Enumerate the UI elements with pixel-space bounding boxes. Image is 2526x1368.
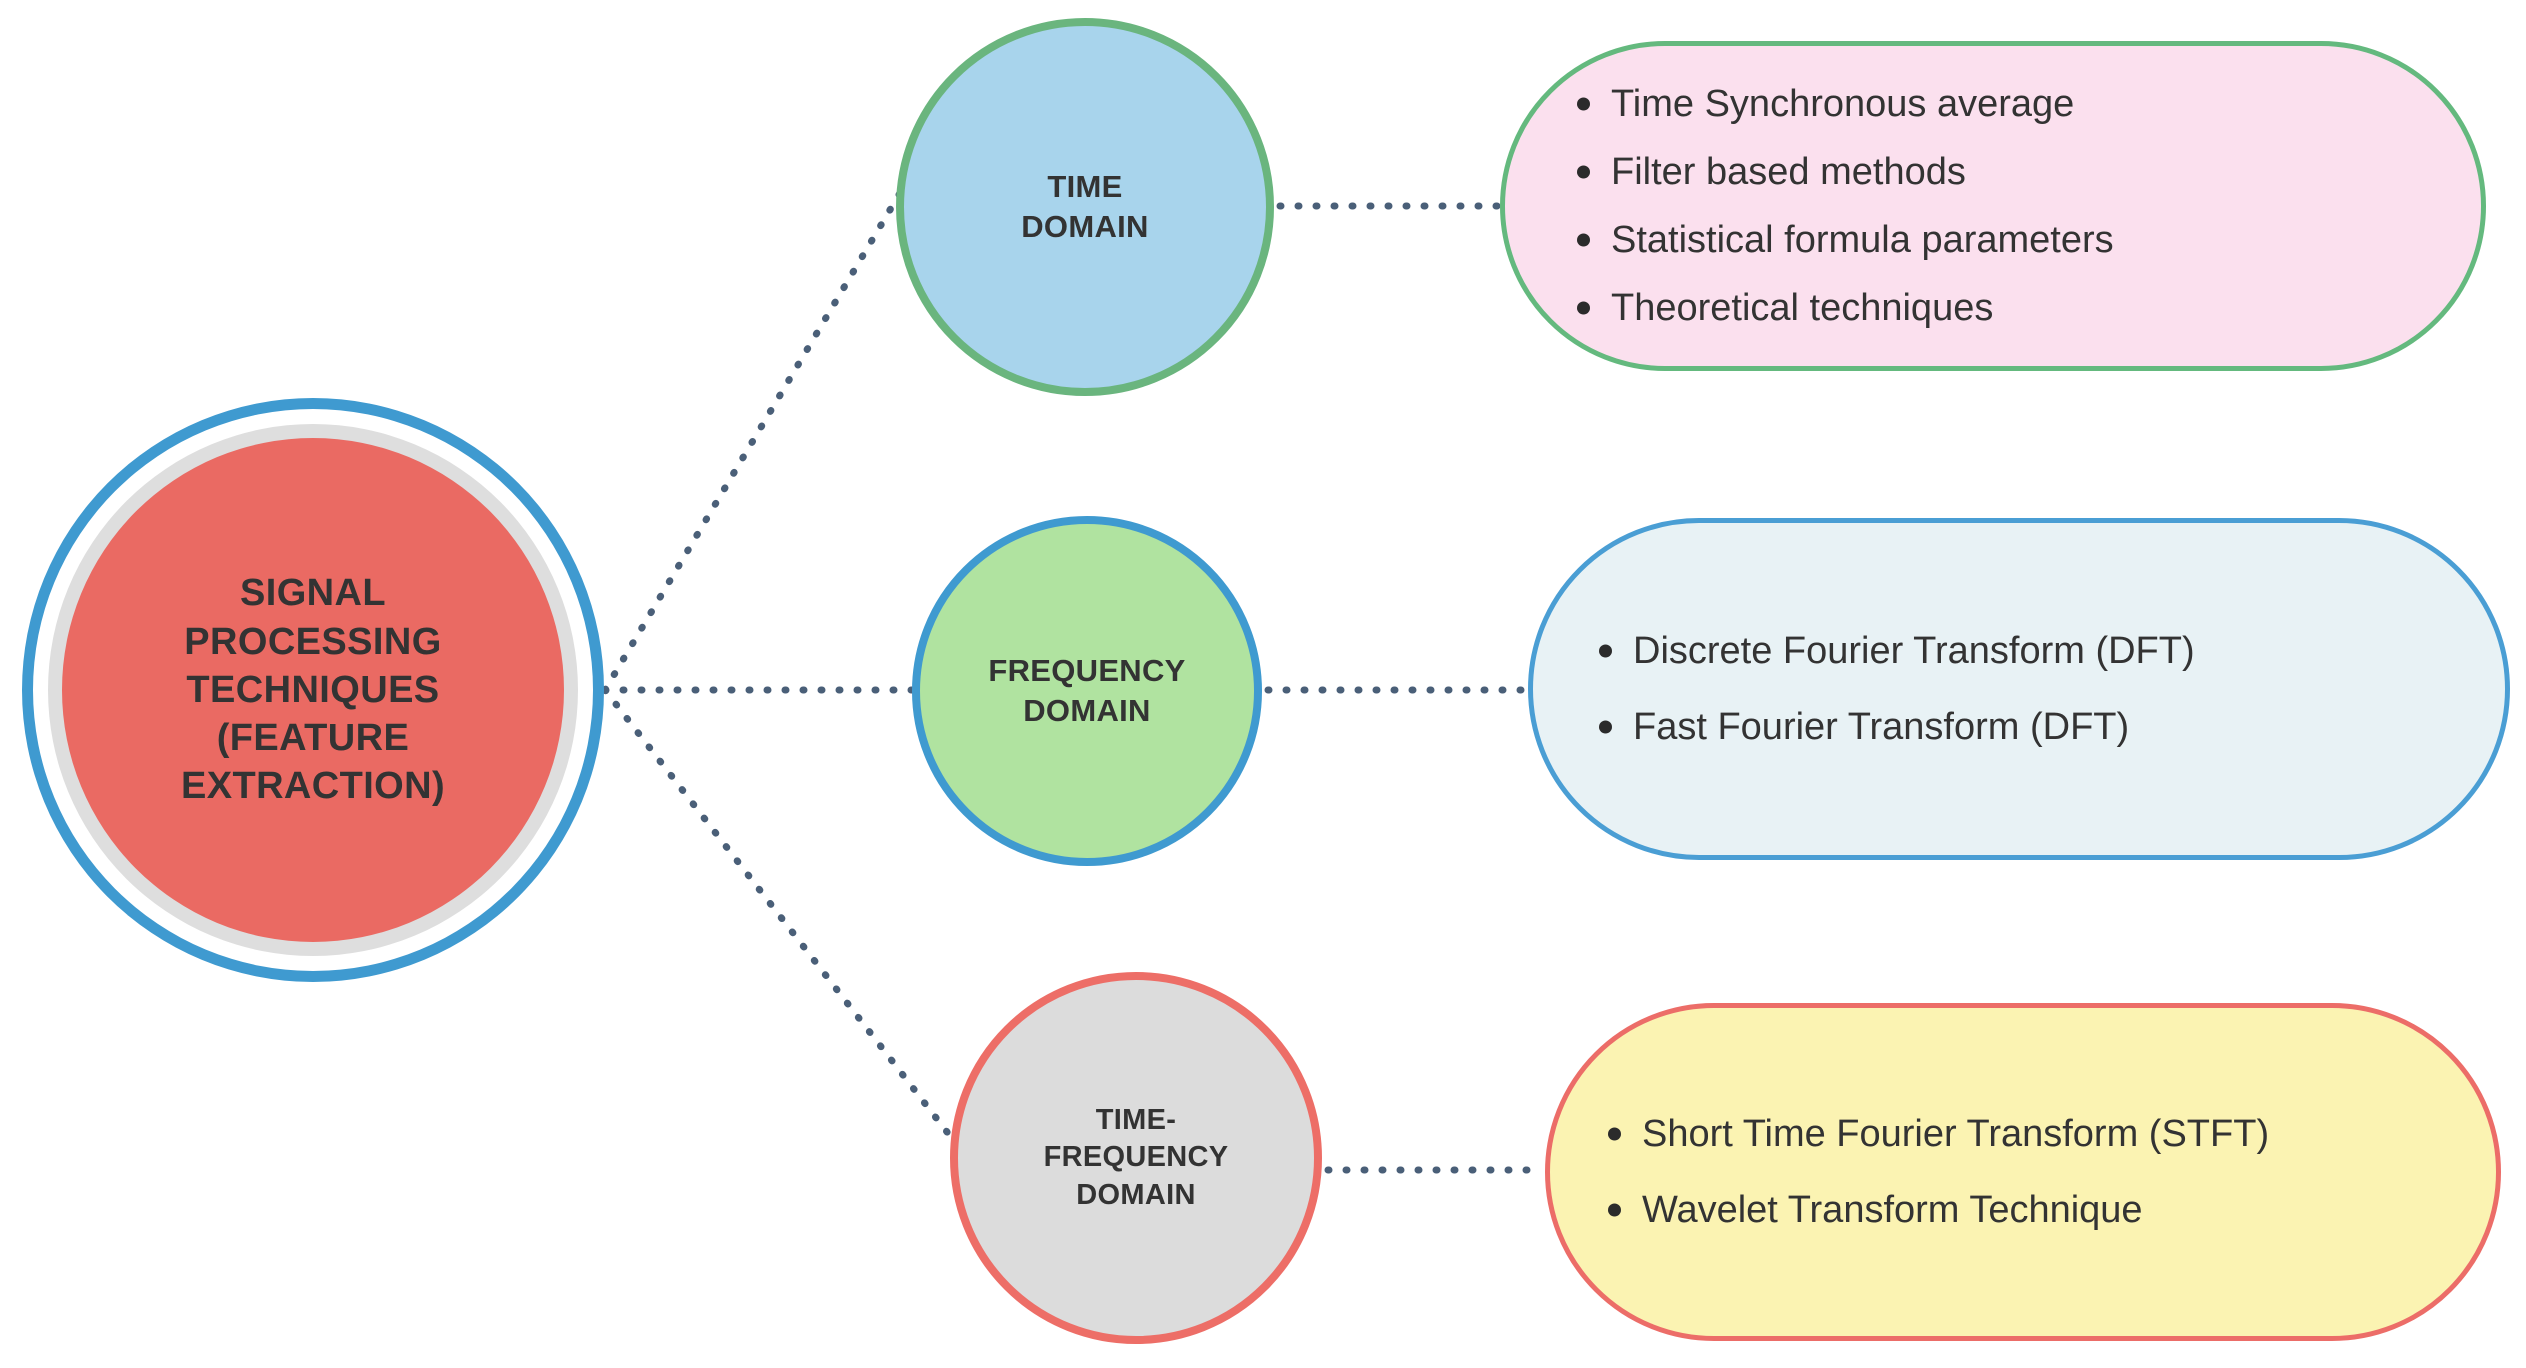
branch-circle-time-domain[interactable]: TIME DOMAIN xyxy=(896,18,1274,396)
branch-circle-label-frequency-domain: FREQUENCY DOMAIN xyxy=(988,653,1186,728)
list-item: Filter based methods xyxy=(1567,153,2419,191)
center-node-label: SIGNAL PROCESSING TECHNIQUES (FEATURE EX… xyxy=(180,572,446,808)
panel-frequency-domain[interactable]: Discrete Fourier Transform (DFT) Fast Fo… xyxy=(1528,518,2510,860)
branch-circle-time-frequency-domain[interactable]: TIME- FREQUENCY DOMAIN xyxy=(950,972,1322,1344)
list-item: Theoretical techniques xyxy=(1567,289,2419,327)
list-item: Discrete Fourier Transform (DFT) xyxy=(1589,632,2449,670)
center-node-signal-processing[interactable]: SIGNAL PROCESSING TECHNIQUES (FEATURE EX… xyxy=(22,398,604,982)
connector-hub-to-timefreq xyxy=(601,686,982,1176)
panel-list-time-domain: Time Synchronous average Filter based me… xyxy=(1567,85,2419,327)
branch-circle-frequency-domain[interactable]: FREQUENCY DOMAIN xyxy=(912,516,1262,866)
list-item: Time Synchronous average xyxy=(1567,85,2419,123)
list-item: Fast Fourier Transform (DFT) xyxy=(1589,708,2449,746)
list-item: Short Time Fourier Transform (STFT) xyxy=(1598,1115,2448,1153)
branch-circle-label-time-domain: TIME DOMAIN xyxy=(1021,169,1149,244)
panel-time-domain[interactable]: Time Synchronous average Filter based me… xyxy=(1500,41,2486,371)
center-node-ring: SIGNAL PROCESSING TECHNIQUES (FEATURE EX… xyxy=(48,424,578,956)
branch-circle-label-time-frequency-domain: TIME- FREQUENCY DOMAIN xyxy=(1043,1104,1229,1211)
panel-list-time-frequency-domain: Short Time Fourier Transform (STFT) Wave… xyxy=(1598,1115,2448,1229)
panel-list-frequency-domain: Discrete Fourier Transform (DFT) Fast Fo… xyxy=(1589,632,2449,746)
list-item: Wavelet Transform Technique xyxy=(1598,1191,2448,1229)
connector-hub-to-time xyxy=(601,189,904,694)
panel-time-frequency-domain[interactable]: Short Time Fourier Transform (STFT) Wave… xyxy=(1545,1003,2501,1341)
list-item: Statistical formula parameters xyxy=(1567,221,2419,259)
